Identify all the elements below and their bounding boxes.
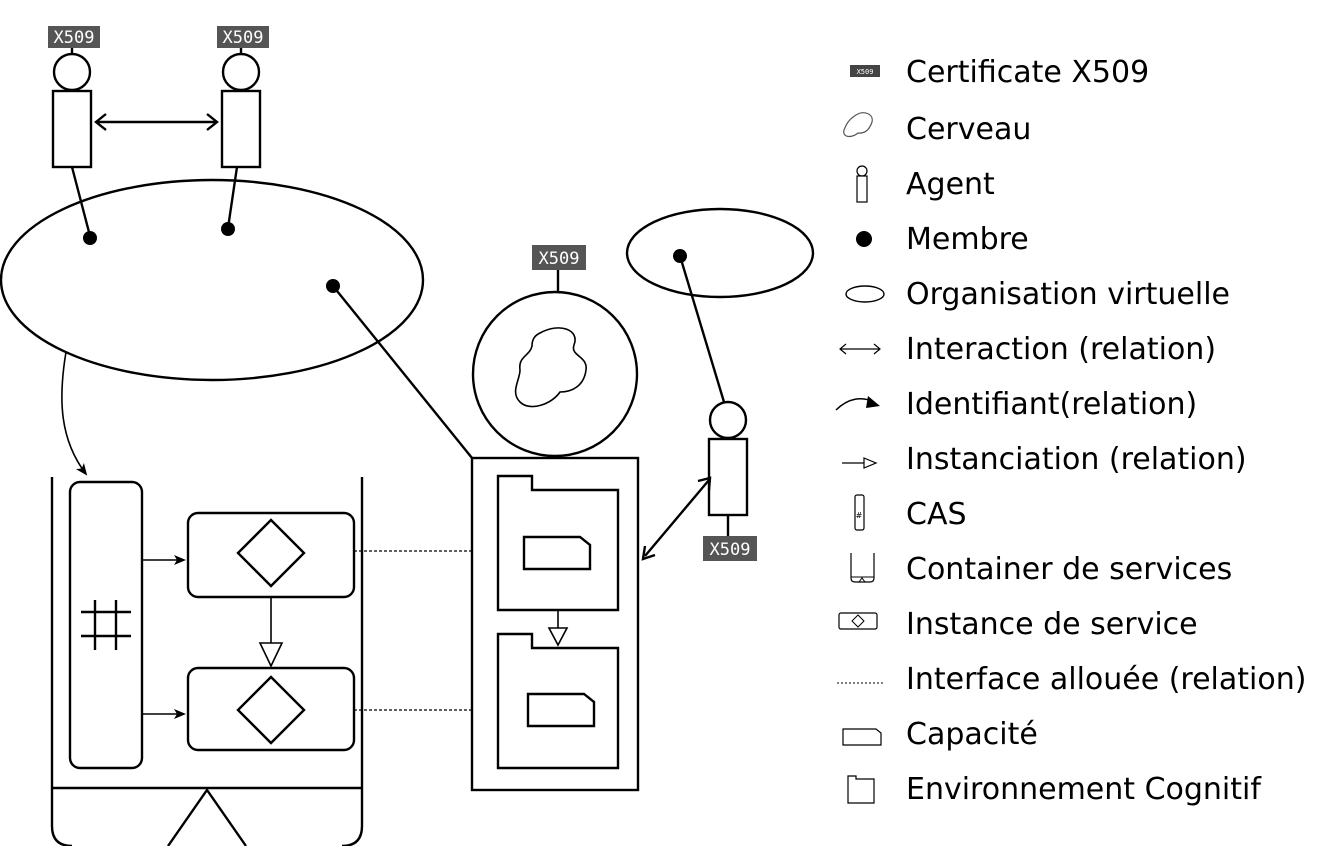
brain-node: X509 (471, 245, 639, 458)
legend-label-container: Container de services (906, 552, 1232, 587)
member-dot-icon (856, 231, 872, 247)
certificate-badge: X509 (532, 245, 586, 270)
legend-label-instantiation: Instanciation (relation) (906, 442, 1247, 477)
legend-label-certificate: Certificate X509 (906, 55, 1149, 90)
cognitive-environment (470, 456, 640, 792)
tab-box-icon (842, 728, 882, 746)
legend-label-identifier: Identifiant(relation) (906, 387, 1197, 422)
member-dot (83, 231, 97, 245)
cas-icon: # (854, 494, 865, 531)
brain-icon (514, 327, 587, 408)
certificate-label: X509 (710, 540, 751, 560)
agent-right: X509 (703, 400, 757, 561)
legend-label-allocated-interface: Interface allouée (relation) (906, 662, 1306, 697)
certificate-badge: X509 (703, 536, 757, 561)
service-instance (186, 511, 356, 599)
certificate-label: X509 (223, 28, 264, 48)
capacity-box (526, 692, 596, 728)
identifier-arrow (61, 351, 88, 476)
certificate-label: X509 (539, 249, 580, 269)
virtual-organisation-small (625, 207, 815, 299)
member-dot (221, 222, 235, 236)
agent-middle: X509 (217, 26, 269, 169)
ellipse-icon (845, 285, 885, 303)
legend-label-virtual-organisation: Organisation virtuelle (906, 277, 1230, 312)
brain-icon (843, 112, 873, 137)
certificate-label: X509 (54, 28, 95, 48)
legend-label-cas: CAS (906, 497, 967, 532)
diamond-box-icon (838, 612, 878, 630)
legend: X509 # (835, 55, 1306, 807)
curved-arrow-icon (835, 396, 880, 411)
interaction-arrow (641, 476, 712, 561)
legend-label-interaction: Interaction (relation) (906, 332, 1216, 367)
legend-label-cognitive-environment: Environnement Cognitif (906, 772, 1262, 807)
capacity-box (522, 535, 592, 571)
certificate-badge: X509 (48, 26, 100, 48)
legend-label-agent: Agent (906, 167, 995, 202)
legend-label-member: Membre (906, 222, 1029, 257)
agent-icon (856, 165, 868, 203)
legend-label-brain: Cerveau (906, 112, 1031, 147)
cas-component (68, 480, 144, 770)
certificate-icon-label: X509 (857, 68, 874, 76)
folder-icon (847, 775, 875, 804)
agent-left: X509 (48, 26, 100, 169)
service-instance (186, 666, 356, 752)
legend-label-service-instance: Instance de service (906, 607, 1198, 642)
container-icon (850, 553, 875, 583)
certificate-badge: X509 (217, 26, 269, 48)
double-arrow-icon (839, 343, 881, 355)
certificate-icon: X509 (850, 65, 880, 77)
legend-label-capacity: Capacité (906, 717, 1038, 752)
svg-text:#: # (856, 511, 863, 520)
virtual-organisation-main (0, 178, 425, 382)
hollow-arrow-icon (842, 457, 878, 469)
interaction-arrow (94, 113, 219, 131)
